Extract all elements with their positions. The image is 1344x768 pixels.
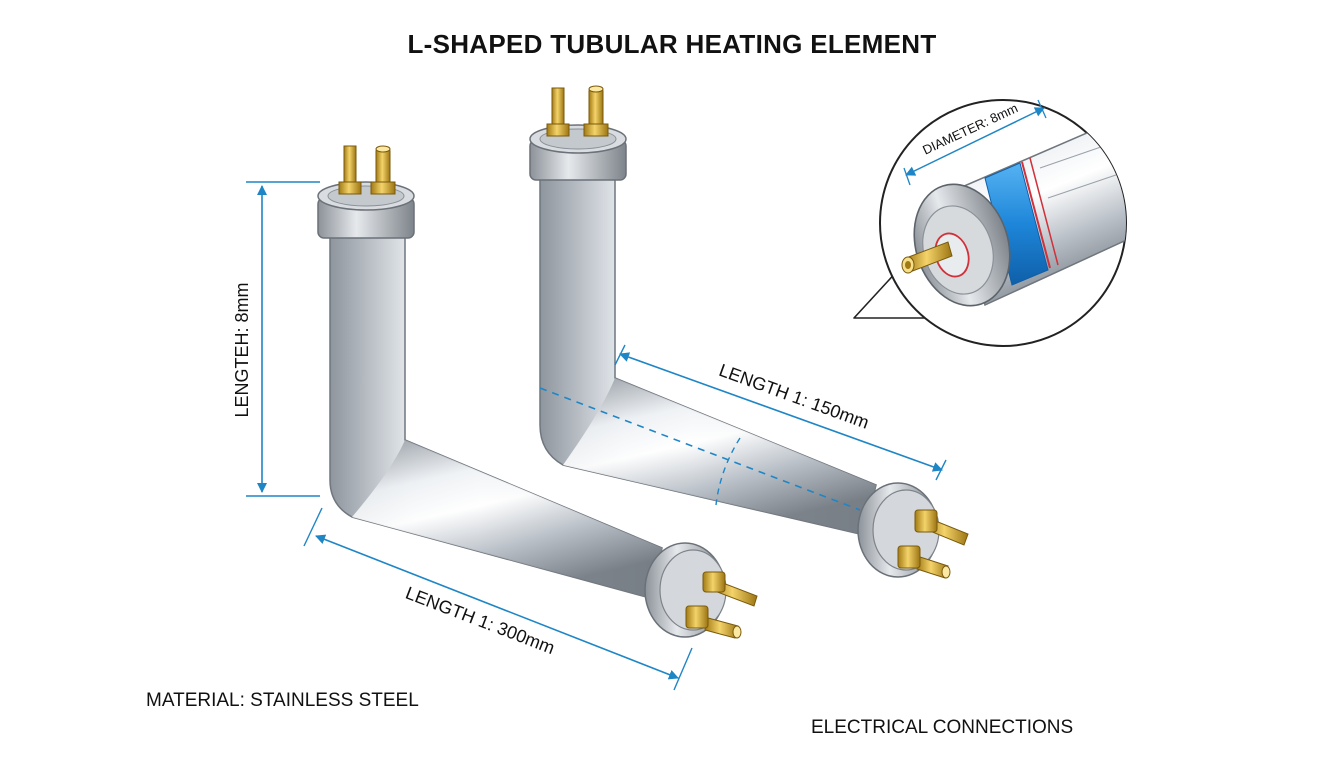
left-heating-element bbox=[317, 145, 758, 639]
dimension-right-horizontal bbox=[614, 344, 947, 481]
diagram-title: L-SHAPED TUBULAR HEATING ELEMENT bbox=[407, 29, 936, 59]
left-top-cap bbox=[317, 181, 415, 239]
vertical-length-label: LENGTEH: 8mm bbox=[232, 282, 252, 417]
left-horizontal-length-label: LENGTH 1: 300mm bbox=[403, 583, 558, 658]
right-end-terminals bbox=[897, 509, 969, 579]
right-top-cap bbox=[529, 124, 627, 181]
right-top-terminals bbox=[546, 85, 609, 137]
left-top-terminals bbox=[338, 145, 396, 195]
material-note: MATERIAL: STAINLESS STEEL bbox=[146, 690, 419, 711]
dimension-vertical bbox=[246, 181, 320, 497]
diameter-detail-callout bbox=[853, 99, 1127, 347]
electrical-connections-note: ELECTRICAL CONNECTIONS bbox=[811, 717, 1073, 738]
left-end-terminals bbox=[685, 571, 758, 639]
dimension-left-horizontal bbox=[303, 507, 693, 691]
